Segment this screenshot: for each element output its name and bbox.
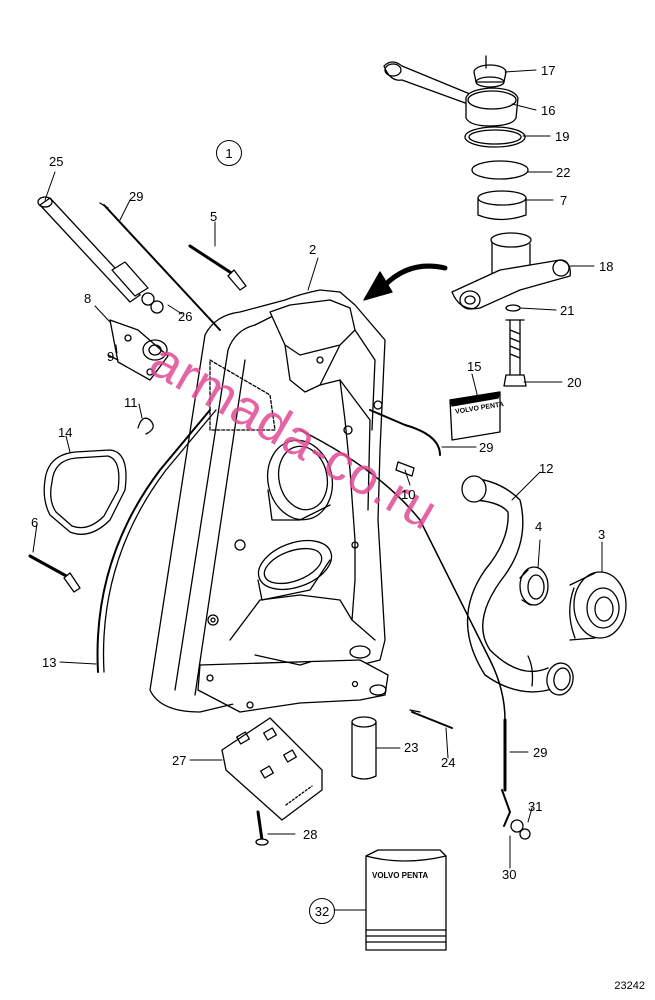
callout-29-lower: 29 bbox=[533, 745, 548, 760]
gasket-14 bbox=[43, 449, 127, 535]
transom-shield-housing bbox=[149, 289, 389, 713]
callout-7: 7 bbox=[560, 193, 568, 208]
decal-15 bbox=[449, 391, 501, 441]
callout-8: 8 bbox=[84, 291, 92, 306]
callout-3: 3 bbox=[598, 527, 606, 542]
cable-29-routed bbox=[299, 409, 531, 840]
bolt-6 bbox=[28, 554, 81, 593]
callout-15: 15 bbox=[467, 359, 482, 374]
exhaust-hose bbox=[461, 475, 574, 696]
drawing-number: 23242 bbox=[614, 980, 645, 992]
group-marker-label: 1 bbox=[225, 145, 233, 161]
steering-arm-assembly bbox=[383, 55, 571, 387]
seal-strip-13 bbox=[96, 409, 217, 673]
cable-29-left bbox=[99, 202, 221, 331]
callout-32-marker: 32 bbox=[309, 898, 335, 924]
callout-27: 27 bbox=[172, 753, 187, 768]
callout-23: 23 bbox=[404, 740, 419, 755]
sleeve-23 bbox=[351, 716, 377, 780]
callout-29-left: 29 bbox=[129, 189, 144, 204]
callout-17: 17 bbox=[541, 63, 556, 78]
callout-5: 5 bbox=[210, 209, 218, 224]
bolt-28 bbox=[255, 810, 269, 846]
callout-19: 19 bbox=[555, 129, 570, 144]
callout-26: 26 bbox=[178, 309, 193, 324]
callout-32: 32 bbox=[314, 903, 330, 919]
callout-10: 10 bbox=[401, 487, 416, 502]
callout-25: 25 bbox=[49, 154, 64, 169]
callout-2: 2 bbox=[309, 242, 317, 257]
kit-32 bbox=[365, 849, 447, 951]
callout-20: 20 bbox=[567, 375, 582, 390]
callout-4: 4 bbox=[535, 519, 543, 534]
anode-27 bbox=[221, 717, 323, 821]
shaft-25 bbox=[37, 196, 164, 314]
callout-30: 30 bbox=[502, 867, 517, 882]
callout-9: 9 bbox=[107, 349, 115, 364]
callout-22: 22 bbox=[556, 165, 571, 180]
bearing bbox=[569, 571, 627, 641]
callout-16: 16 bbox=[541, 103, 556, 118]
group-marker: 1 bbox=[216, 140, 242, 166]
seal-ring bbox=[519, 566, 549, 606]
callout-14: 14 bbox=[58, 425, 73, 440]
callout-29-upper: 29 bbox=[479, 440, 494, 455]
callout-6: 6 bbox=[31, 515, 39, 530]
callout-12: 12 bbox=[539, 461, 554, 476]
pin-24 bbox=[409, 709, 453, 729]
leader-lines bbox=[32, 69, 603, 911]
kit-brand-text: VOLVO PENTA bbox=[372, 871, 429, 880]
bolt-5 bbox=[188, 244, 247, 291]
water-connector-8 bbox=[107, 319, 169, 381]
sender-10 bbox=[395, 461, 415, 477]
callout-13: 13 bbox=[42, 655, 57, 670]
callout-24: 24 bbox=[441, 755, 456, 770]
callout-31: 31 bbox=[528, 799, 543, 814]
callout-21: 21 bbox=[560, 303, 575, 318]
assembly-direction-arrow bbox=[363, 263, 448, 301]
callout-11: 11 bbox=[124, 395, 138, 410]
callout-28: 28 bbox=[303, 827, 318, 842]
callout-18: 18 bbox=[599, 259, 614, 274]
clip-11 bbox=[137, 417, 154, 435]
